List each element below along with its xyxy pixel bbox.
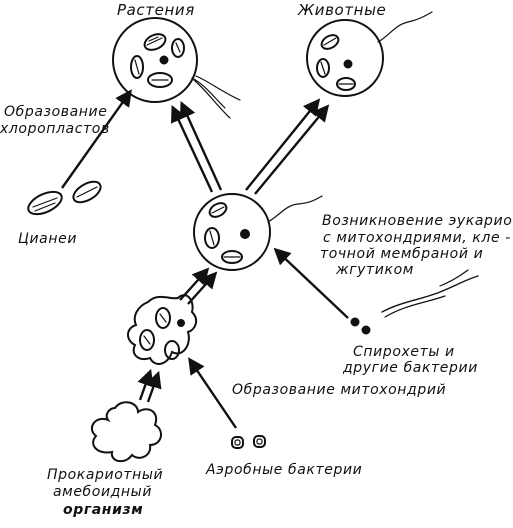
prokaryote-label-line2: амебоидный (53, 484, 153, 500)
prokaryote-amoeboid-organism (90, 401, 162, 463)
arrow-spirochetes-to-eukaryote (273, 247, 349, 319)
aerobic-bacteria-label: Аэробные бактерии (206, 462, 363, 478)
arrow-eukaryote-to-plant-left (171, 104, 214, 193)
spirochetes-label-line2: другие бактерии (343, 360, 478, 376)
eukaryote-origin-label-line1: Возникновение эукариот (322, 213, 513, 229)
animals-label: Животные (298, 1, 387, 19)
arrow-amoeboid-to-eukaryote-left (179, 267, 210, 301)
cyanea-cells (27, 180, 102, 216)
arrow-eukaryote-to-plant-right (179, 100, 223, 191)
animal-cell (306, 11, 433, 97)
prokaryote-label-line1: Прокариотный (47, 467, 164, 483)
arrow-amoeboid-to-eukaryote-right (187, 271, 218, 305)
chloroplast-formation-label-line2: хлоропластов (0, 121, 110, 137)
arrow-eukaryote-to-animal-left (245, 98, 321, 191)
aerobic-bacteria (231, 435, 266, 449)
chloroplast-formation-label-line1: Образование (4, 104, 108, 120)
eukaryote-origin-label-line3: точной мембраной и (320, 246, 484, 262)
mitochondria-formation-label: Образование митохондрий (232, 382, 447, 398)
arrow-prokaryote-to-amoeboid-left (137, 368, 154, 401)
arrow-aerobic-to-amoeboid (188, 357, 237, 429)
amoeboid-cell-with-mitochondria (127, 294, 198, 365)
spirochetes-label-line1: Спирохеты и (353, 344, 455, 360)
prokaryote-label-line3: организм (63, 502, 144, 518)
cyanea-label: Цианеи (18, 231, 78, 247)
arrow-prokaryote-to-amoeboid-right (145, 370, 162, 403)
arrow-cyanea-to-plant (61, 89, 132, 189)
plants-label: Растения (117, 1, 195, 19)
eukaryote-origin-label-line2: с митохондриями, кле - (323, 230, 511, 246)
eukaryote-cell (193, 193, 323, 271)
spirochetes-bacteria (350, 269, 479, 335)
arrow-eukaryote-to-animal-right (254, 104, 330, 195)
eukaryote-origin-label-line4: жгутиком (336, 262, 414, 278)
plant-cell (112, 17, 241, 119)
